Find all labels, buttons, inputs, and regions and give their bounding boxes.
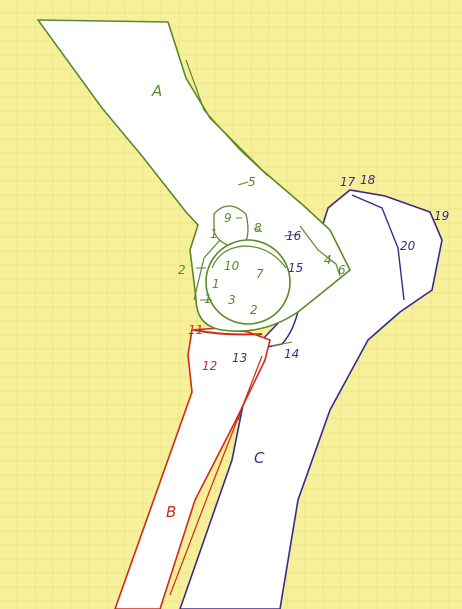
label-1-a: 1 [210,227,218,241]
label-1-b: 1 [212,277,220,291]
label-20: 20 [400,239,416,253]
label-6: 6 [338,263,346,277]
label-1-c: 1 [204,292,212,306]
label-19: 19 [434,209,449,223]
label-2-b: 2 [250,303,258,317]
label-8: 8 [254,221,262,235]
label-ulna: C [254,449,265,467]
label-humerus: A [151,82,162,100]
label-3: 3 [228,293,236,307]
label-18: 18 [360,173,376,187]
label-17: 17 [340,175,356,189]
label-2-a: 2 [178,263,186,277]
label-9: 9 [224,211,232,225]
label-5: 5 [248,175,256,189]
label-14: 14 [284,347,299,361]
label-10: 10 [224,259,240,273]
label-11: 11 [188,323,203,337]
label-7: 7 [256,267,264,281]
label-13: 13 [232,351,247,365]
label-radius: B [166,503,176,521]
label-4: 4 [324,253,332,267]
label-12: 12 [202,359,217,373]
label-15: 15 [288,261,303,275]
label-16: 16 [286,229,302,243]
